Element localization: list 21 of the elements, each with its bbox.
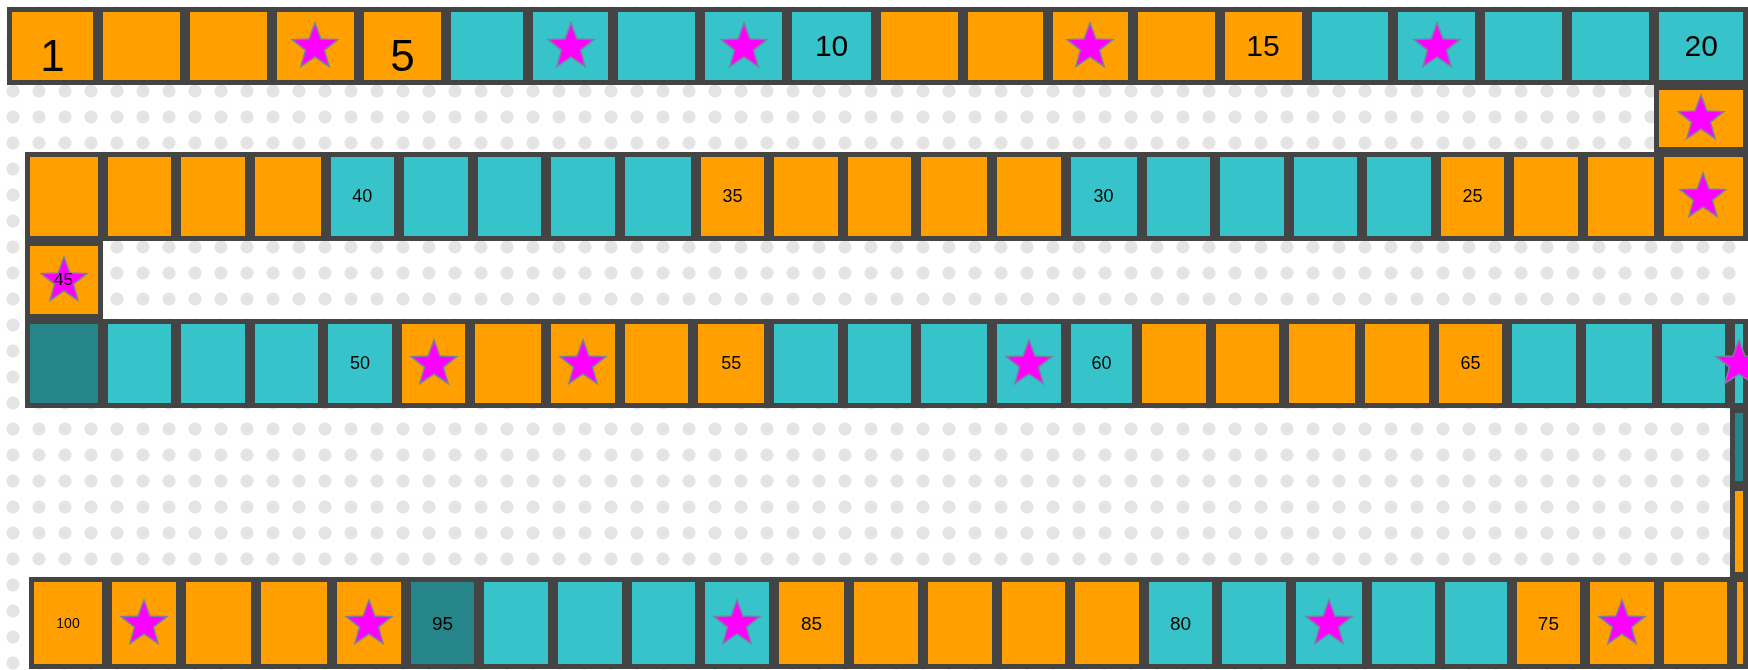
square-number: 45 [54, 271, 73, 289]
square-number: 15 [1246, 30, 1280, 61]
board-square [6, 6, 99, 85]
square-number: 100 [56, 616, 80, 631]
square-number: 95 [432, 613, 454, 633]
square-number: 85 [801, 613, 823, 633]
square-number: 20 [1684, 30, 1718, 61]
square-number: 80 [1169, 613, 1192, 633]
square-number: 1 [40, 33, 65, 78]
square-number: 30 [1093, 187, 1114, 206]
square-number: 5 [390, 33, 415, 78]
square-number: 25 [1462, 187, 1483, 206]
square-number: 40 [352, 187, 373, 206]
square-number: 60 [1091, 354, 1112, 373]
board-square [29, 577, 107, 669]
square-number: 35 [722, 187, 743, 206]
square-number: 55 [721, 354, 742, 373]
square-number: 75 [1537, 613, 1559, 633]
square-number: 10 [814, 30, 849, 61]
square-number: 65 [1460, 354, 1481, 373]
square-number: 50 [350, 354, 371, 373]
